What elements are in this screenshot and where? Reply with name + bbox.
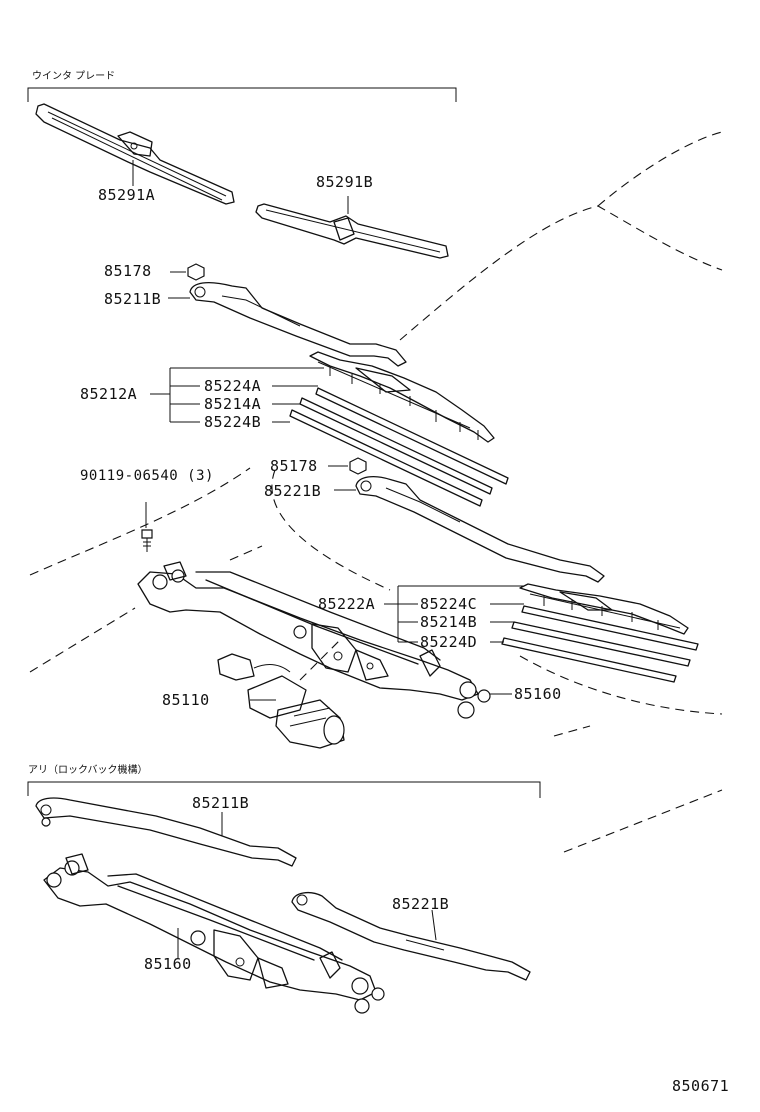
wiper-arm-85211b-top: [168, 281, 407, 367]
lower-section-bracket: [27, 781, 541, 798]
part-label-85110[interactable]: 85110: [162, 691, 210, 709]
part-label-85224b[interactable]: 85224B: [204, 413, 262, 431]
wiper-linkage-lower: [43, 853, 385, 1014]
part-label-85211b-top[interactable]: 85211B: [104, 290, 162, 308]
windshield-outline: [29, 131, 723, 853]
part-label-85160[interactable]: 85160: [514, 685, 562, 703]
part-label-85178-top[interactable]: 85178: [104, 262, 152, 280]
section-title-wiper-blade: ウインタ プレード: [32, 71, 116, 82]
part-label-85224a[interactable]: 85224A: [204, 377, 262, 395]
part-label-90119-06540[interactable]: 90119-06540 (3): [80, 468, 214, 484]
part-label-85222a[interactable]: 85222A: [318, 595, 376, 613]
wiper-arm-85211b-lower: [35, 797, 297, 867]
part-label-85178-lower[interactable]: 85178: [270, 457, 318, 475]
nut-85178-top: [170, 263, 205, 281]
part-label-85291a[interactable]: 85291A: [98, 186, 156, 204]
part-label-85221b-lower[interactable]: 85221B: [392, 895, 450, 913]
part-label-85212a[interactable]: 85212A: [80, 385, 138, 403]
part-label-85211b-lower[interactable]: 85211B: [192, 794, 250, 812]
nut-85178-lower: [328, 457, 367, 475]
part-label-85291b[interactable]: 85291B: [316, 173, 374, 191]
part-label-85224c[interactable]: 85224C: [420, 595, 478, 613]
part-label-85214b[interactable]: 85214B: [420, 613, 478, 631]
wiper-blade-assembly-85212a: [150, 351, 509, 507]
wiper-linkage-upper: [137, 561, 512, 719]
part-label-85221b-top[interactable]: 85221B: [264, 482, 322, 500]
wiper-blade-assembly-85222a: [384, 583, 699, 683]
wiper-arm-85221b-top: [334, 475, 605, 583]
figure-number: 850671: [672, 1077, 730, 1095]
top-section-bracket: [27, 87, 457, 102]
wiper-arm-85221b-lower: [291, 891, 531, 981]
wiper-blade-85291a: [35, 103, 235, 205]
part-label-85224d[interactable]: 85224D: [420, 633, 478, 651]
wiper-blade-85291b: [255, 196, 449, 259]
section-title-lockback: アリ（ロックバック機構）: [28, 765, 148, 776]
part-label-85214a[interactable]: 85214A: [204, 395, 262, 413]
wiper-motor-85110: [217, 639, 345, 749]
part-label-85160-lower[interactable]: 85160: [144, 955, 192, 973]
bolt-90119-06540: [141, 502, 153, 552]
